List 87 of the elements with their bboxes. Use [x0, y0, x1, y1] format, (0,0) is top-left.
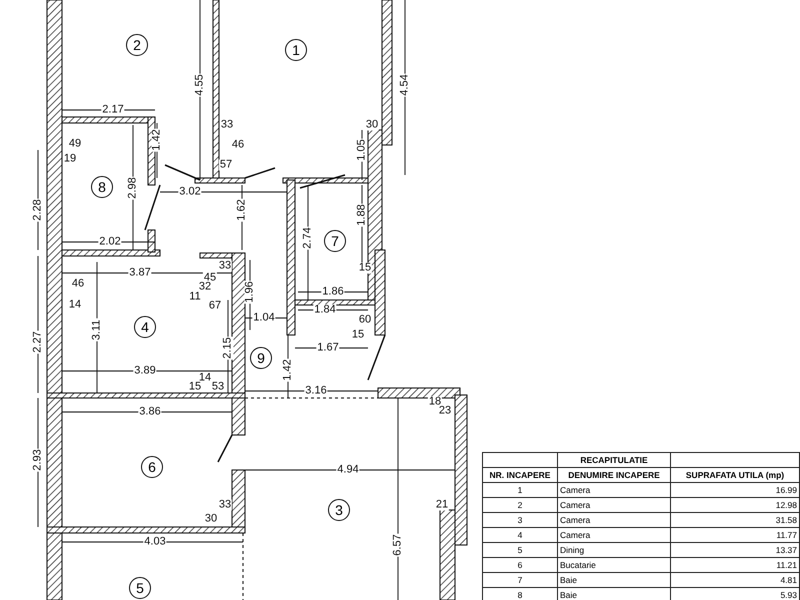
dimension-label: 46 [230, 140, 246, 150]
dimension-label: 3.16 [304, 386, 328, 396]
dimension-label: 2.27 [32, 330, 44, 354]
dimension-label: 15 [358, 262, 372, 274]
table-cell: Baie [558, 572, 670, 588]
table-cell: 16.99 [670, 482, 800, 498]
dimension-label: 1.05 [356, 138, 368, 162]
table-cell: 2 [482, 498, 558, 512]
room-number-circle: 8 [91, 176, 113, 198]
room-number-circle: 2 [126, 34, 148, 56]
table-cell: 3 [482, 512, 558, 528]
dimension-label: 1.88 [356, 203, 368, 227]
room-number-circle: 1 [285, 39, 307, 61]
dimension-label: 33 [218, 260, 232, 272]
dimension-label: 32 [198, 282, 212, 292]
table-header-cell: DENUMIRE INCAPERE [558, 468, 670, 482]
dimension-label: 2.93 [32, 448, 44, 472]
table-cell: Bucatarie [558, 558, 670, 572]
table-cell: Camera [558, 512, 670, 528]
dimension-label: 30 [204, 514, 218, 524]
table-cell: 8 [482, 588, 558, 600]
dimension-label: 11 [188, 292, 202, 302]
table-cell: 11.21 [670, 558, 800, 572]
table-cell: 13.37 [670, 542, 800, 558]
table-cell: Camera [558, 482, 670, 498]
dimension-label: 1.84 [313, 304, 337, 316]
table-cell: Dining [558, 542, 670, 558]
table-cell: 6 [482, 558, 558, 572]
dimension-label: 21 [434, 500, 450, 510]
dimension-label: 2.98 [128, 176, 138, 200]
dimension-label: 6.57 [392, 533, 404, 557]
dimension-label: 15 [350, 330, 366, 340]
dimension-label: 2.17 [101, 104, 125, 116]
dimension-label: 4.03 [143, 536, 167, 548]
dimension-label: 57 [218, 160, 234, 170]
dimension-label: 1.42 [282, 358, 294, 382]
table-cell: Camera [558, 528, 670, 542]
dimension-label: 15 [188, 382, 202, 392]
dimension-label: 14 [198, 372, 212, 384]
room-number-circle: 4 [134, 316, 156, 338]
dimension-label: 53 [210, 382, 226, 392]
table-cell: 7 [482, 572, 558, 588]
dimension-label: 2.28 [32, 198, 44, 222]
table-cell: 4.81 [670, 572, 800, 588]
dimension-label: 3.11 [92, 318, 102, 342]
table-cell: Baie [558, 588, 670, 600]
dimension-label: 1.86 [321, 286, 345, 298]
dimension-label: 67 [208, 300, 222, 312]
table-cell: 12.98 [670, 498, 800, 512]
dimension-label: 1.96 [244, 280, 256, 304]
room-number-circle: 3 [328, 499, 350, 521]
dimension-label: 3.86 [138, 406, 162, 418]
dimension-label: 1.62 [236, 198, 248, 222]
dimension-label: 2.74 [302, 226, 314, 250]
dimension-label: 30 [364, 120, 380, 130]
dimension-label: 33 [218, 500, 232, 510]
table-header-cell: NR. INCAPERE [482, 468, 558, 482]
dimension-label: 4.55 [194, 73, 206, 97]
dimension-label: 19 [62, 154, 78, 164]
table-cell: 31.58 [670, 512, 800, 528]
room-number-circle: 5 [129, 577, 151, 599]
dimension-label: 60 [358, 314, 372, 326]
table-cell: Camera [558, 498, 670, 512]
dimension-label: 4.54 [400, 73, 410, 97]
room-number-circle: 6 [141, 456, 163, 478]
table-header-cell: SUPRAFATA UTILA (mp) [670, 468, 800, 482]
dimension-label: 1.04 [252, 312, 276, 324]
dimension-label: 49 [68, 138, 82, 150]
dimension-label: 3.87 [128, 268, 152, 278]
table-cell: 1 [482, 482, 558, 498]
dimension-label: 23 [438, 406, 452, 416]
dimension-label: 46 [70, 278, 86, 290]
dimension-label: 2.02 [98, 236, 122, 248]
room-number-circle: 9 [250, 347, 272, 369]
room-number-circle: 7 [324, 230, 346, 252]
table-cell: 5 [482, 542, 558, 558]
dimension-label: 3.89 [133, 366, 157, 376]
dimension-label: 2.15 [222, 336, 234, 360]
dimension-label: 1.42 [152, 128, 162, 152]
table-cell: 11.77 [670, 528, 800, 542]
dimension-label: 1.67 [316, 342, 340, 354]
table-cell: 4 [482, 528, 558, 542]
dimension-label: 3.02 [178, 186, 202, 198]
table-title-cell: RECAPITULATIE [558, 452, 670, 468]
dimension-label: 4.94 [336, 464, 360, 476]
dimension-label: 14 [68, 300, 82, 310]
dimension-label: 33 [220, 120, 234, 130]
